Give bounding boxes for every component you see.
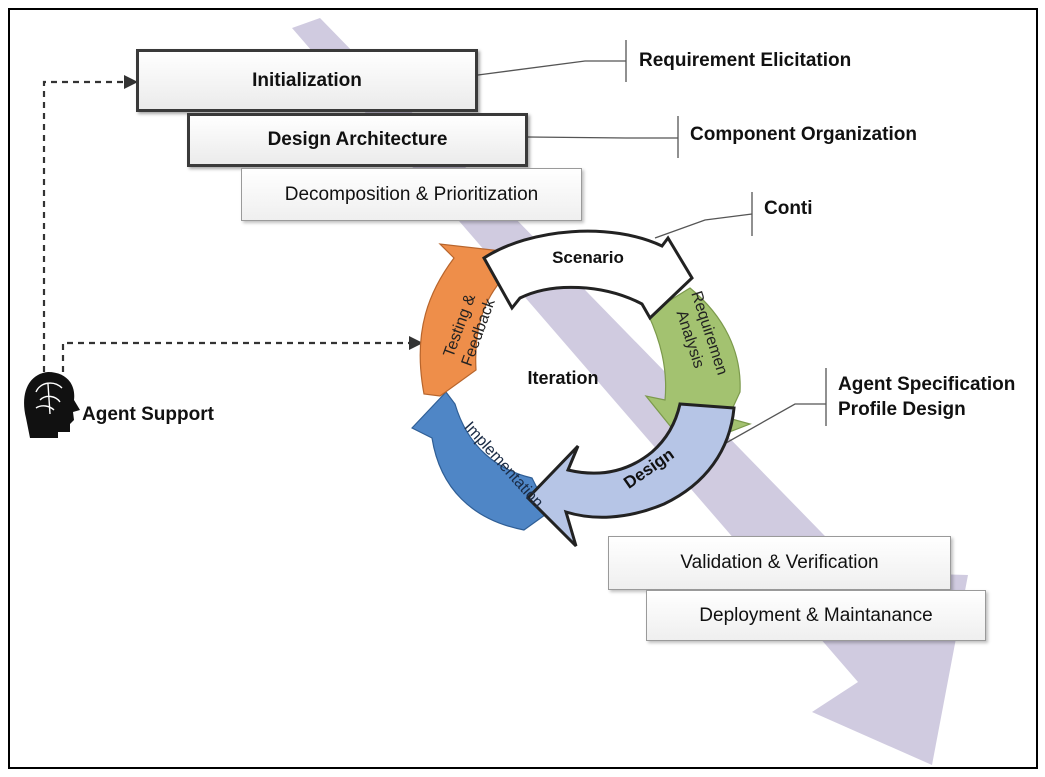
phase-decomposition: Decomposition & Prioritization: [241, 168, 582, 221]
cycle-arrow-design: [525, 402, 736, 548]
cycle-arrow-scenario: [482, 229, 694, 321]
callout-agent-specification: Agent Specification Profile Design: [838, 372, 1015, 422]
callout-agent-specification-line1: Agent Specification: [838, 374, 1016, 395]
callout-agent-specification-line2: Profile Design: [838, 399, 966, 420]
leader-component-organization: [527, 136, 678, 139]
phase-initialization: Initialization: [136, 49, 478, 112]
arrowhead-cycle: [409, 336, 423, 350]
callout-component-organization: Component Organization: [690, 124, 917, 145]
callout-requirement-elicitation: Requirement Elicitation: [639, 50, 852, 71]
cycle-arrow-implementation: [411, 391, 550, 531]
phase-deployment: Deployment & Maintanance: [646, 590, 986, 641]
leader-lines: [477, 40, 827, 453]
leader-requirement-elicitation: [477, 60, 626, 76]
cycle-label-center: Iteration: [527, 368, 598, 388]
phase-validation: Validation & Verification: [608, 536, 951, 590]
dashed-to-initialization: [42, 80, 126, 372]
leader-agent-specification: [709, 403, 826, 453]
phase-design-architecture: Design Architecture: [187, 113, 528, 167]
cycle-arrow-testing: [419, 243, 513, 397]
agent-dashed-arrows: [42, 80, 410, 372]
iteration-cycle: [411, 229, 752, 548]
phase-design-architecture-label: Design Architecture: [267, 129, 448, 150]
callout-conti: Conti: [764, 198, 813, 219]
diagram-frame: [8, 8, 1038, 769]
cycle-label-scenario: Scenario: [552, 248, 624, 267]
phase-deployment-label: Deployment & Maintanance: [699, 604, 933, 626]
agent-support-label: Agent Support: [82, 404, 214, 425]
leader-conti: [654, 213, 753, 239]
phase-validation-label: Validation & Verification: [680, 552, 879, 573]
arrowhead-initialization: [124, 75, 138, 89]
phase-initialization-label: Initialization: [252, 69, 362, 91]
dashed-to-cycle: [61, 341, 410, 372]
head-brain-icon: [24, 372, 80, 438]
phase-decomposition-label: Decomposition & Prioritization: [284, 183, 539, 205]
